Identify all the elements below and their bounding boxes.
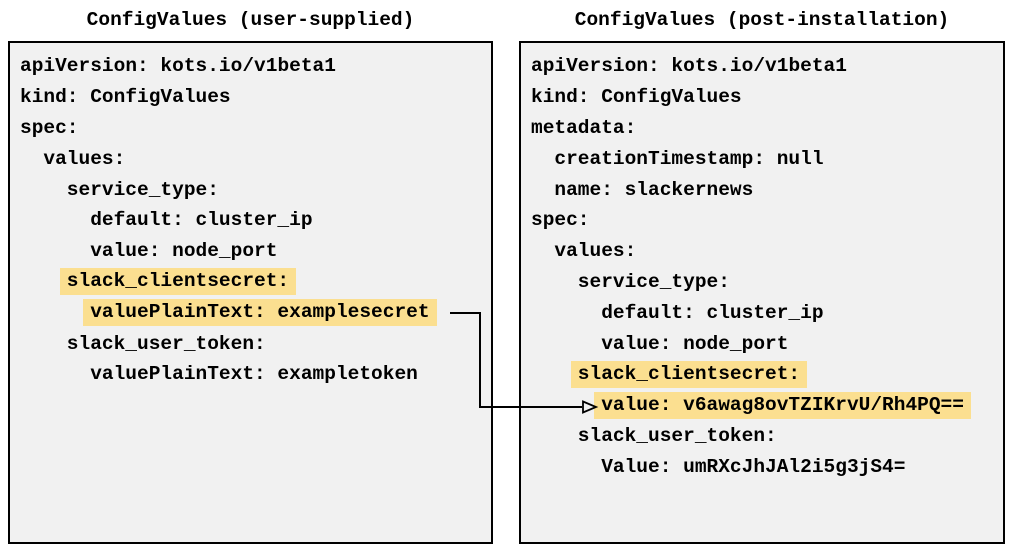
yaml-line: default: cluster_ip	[20, 205, 485, 236]
yaml-line: kind: ConfigValues	[531, 82, 997, 113]
yaml-line: values:	[531, 236, 997, 267]
post-installation-panel-title: ConfigValues (post-installation)	[574, 9, 950, 31]
yaml-line: name: slackernews	[531, 174, 997, 205]
yaml-line: slack_user_token:	[531, 421, 997, 452]
yaml-text-highlighted: value: v6awag8ovTZIKrvU/Rh4PQ==	[594, 391, 971, 419]
yaml-text: valuePlainText: exampletoken	[90, 363, 418, 386]
yaml-text: spec:	[531, 209, 590, 232]
user-supplied-yaml-panel: apiVersion: kots.io/v1beta1 kind: ConfigV…	[8, 41, 493, 544]
yaml-text: metadata:	[531, 116, 637, 139]
yaml-text: apiVersion: kots.io/v1beta1	[20, 55, 336, 78]
yaml-text: kind: ConfigValues	[531, 86, 742, 109]
yaml-text: value: node_port	[601, 332, 789, 355]
yaml-text: values:	[43, 147, 126, 170]
yaml-text: spec:	[20, 116, 79, 139]
yaml-line: kind: ConfigValues	[20, 82, 485, 113]
yaml-text: slack_user_token:	[66, 332, 266, 355]
yaml-text-highlighted: slack_clientsecret:	[570, 360, 808, 388]
yaml-line: slack_clientsecret:	[20, 267, 485, 298]
yaml-text: apiVersion: kots.io/v1beta1	[531, 55, 847, 78]
yaml-line: default: cluster_ip	[531, 297, 997, 328]
yaml-text: service_type:	[577, 270, 730, 293]
yaml-line: value: v6awag8ovTZIKrvU/Rh4PQ==	[531, 390, 997, 421]
post-installation-yaml-panel: apiVersion: kots.io/v1beta1 kind: ConfigV…	[519, 41, 1005, 544]
yaml-line: value: node_port	[20, 236, 485, 267]
yaml-text: Value: umRXcJhJAl2i5g3jS4=	[601, 455, 906, 478]
yaml-line: values:	[20, 143, 485, 174]
yaml-line: valuePlainText: examplesecret	[20, 297, 485, 328]
yaml-text-highlighted: valuePlainText: examplesecret	[83, 299, 437, 327]
user-supplied-panel-title: ConfigValues (user-supplied)	[86, 9, 415, 31]
yaml-text: creationTimestamp: null	[554, 147, 824, 170]
yaml-text: kind: ConfigValues	[20, 86, 231, 109]
yaml-line: apiVersion: kots.io/v1beta1	[531, 51, 997, 82]
yaml-line: apiVersion: kots.io/v1beta1	[20, 51, 485, 82]
yaml-text: default: cluster_ip	[601, 301, 824, 324]
yaml-line: service_type:	[20, 174, 485, 205]
yaml-text-highlighted: slack_clientsecret:	[59, 268, 297, 296]
yaml-line: creationTimestamp: null	[531, 143, 997, 174]
yaml-line: spec:	[20, 113, 485, 144]
yaml-line: Value: umRXcJhJAl2i5g3jS4=	[531, 451, 997, 482]
yaml-line: valuePlainText: exampletoken	[20, 359, 485, 390]
yaml-text: service_type:	[66, 178, 219, 201]
yaml-line: service_type:	[531, 267, 997, 298]
yaml-text: name: slackernews	[554, 178, 754, 201]
yaml-line: value: node_port	[531, 328, 997, 359]
yaml-line: slack_clientsecret:	[531, 359, 997, 390]
yaml-text: values:	[554, 240, 637, 263]
yaml-line: metadata:	[531, 113, 997, 144]
yaml-line: slack_user_token:	[20, 328, 485, 359]
yaml-text: default: cluster_ip	[90, 209, 313, 232]
yaml-text: value: node_port	[90, 240, 278, 263]
yaml-line: spec:	[531, 205, 997, 236]
yaml-text: slack_user_token:	[577, 424, 777, 447]
